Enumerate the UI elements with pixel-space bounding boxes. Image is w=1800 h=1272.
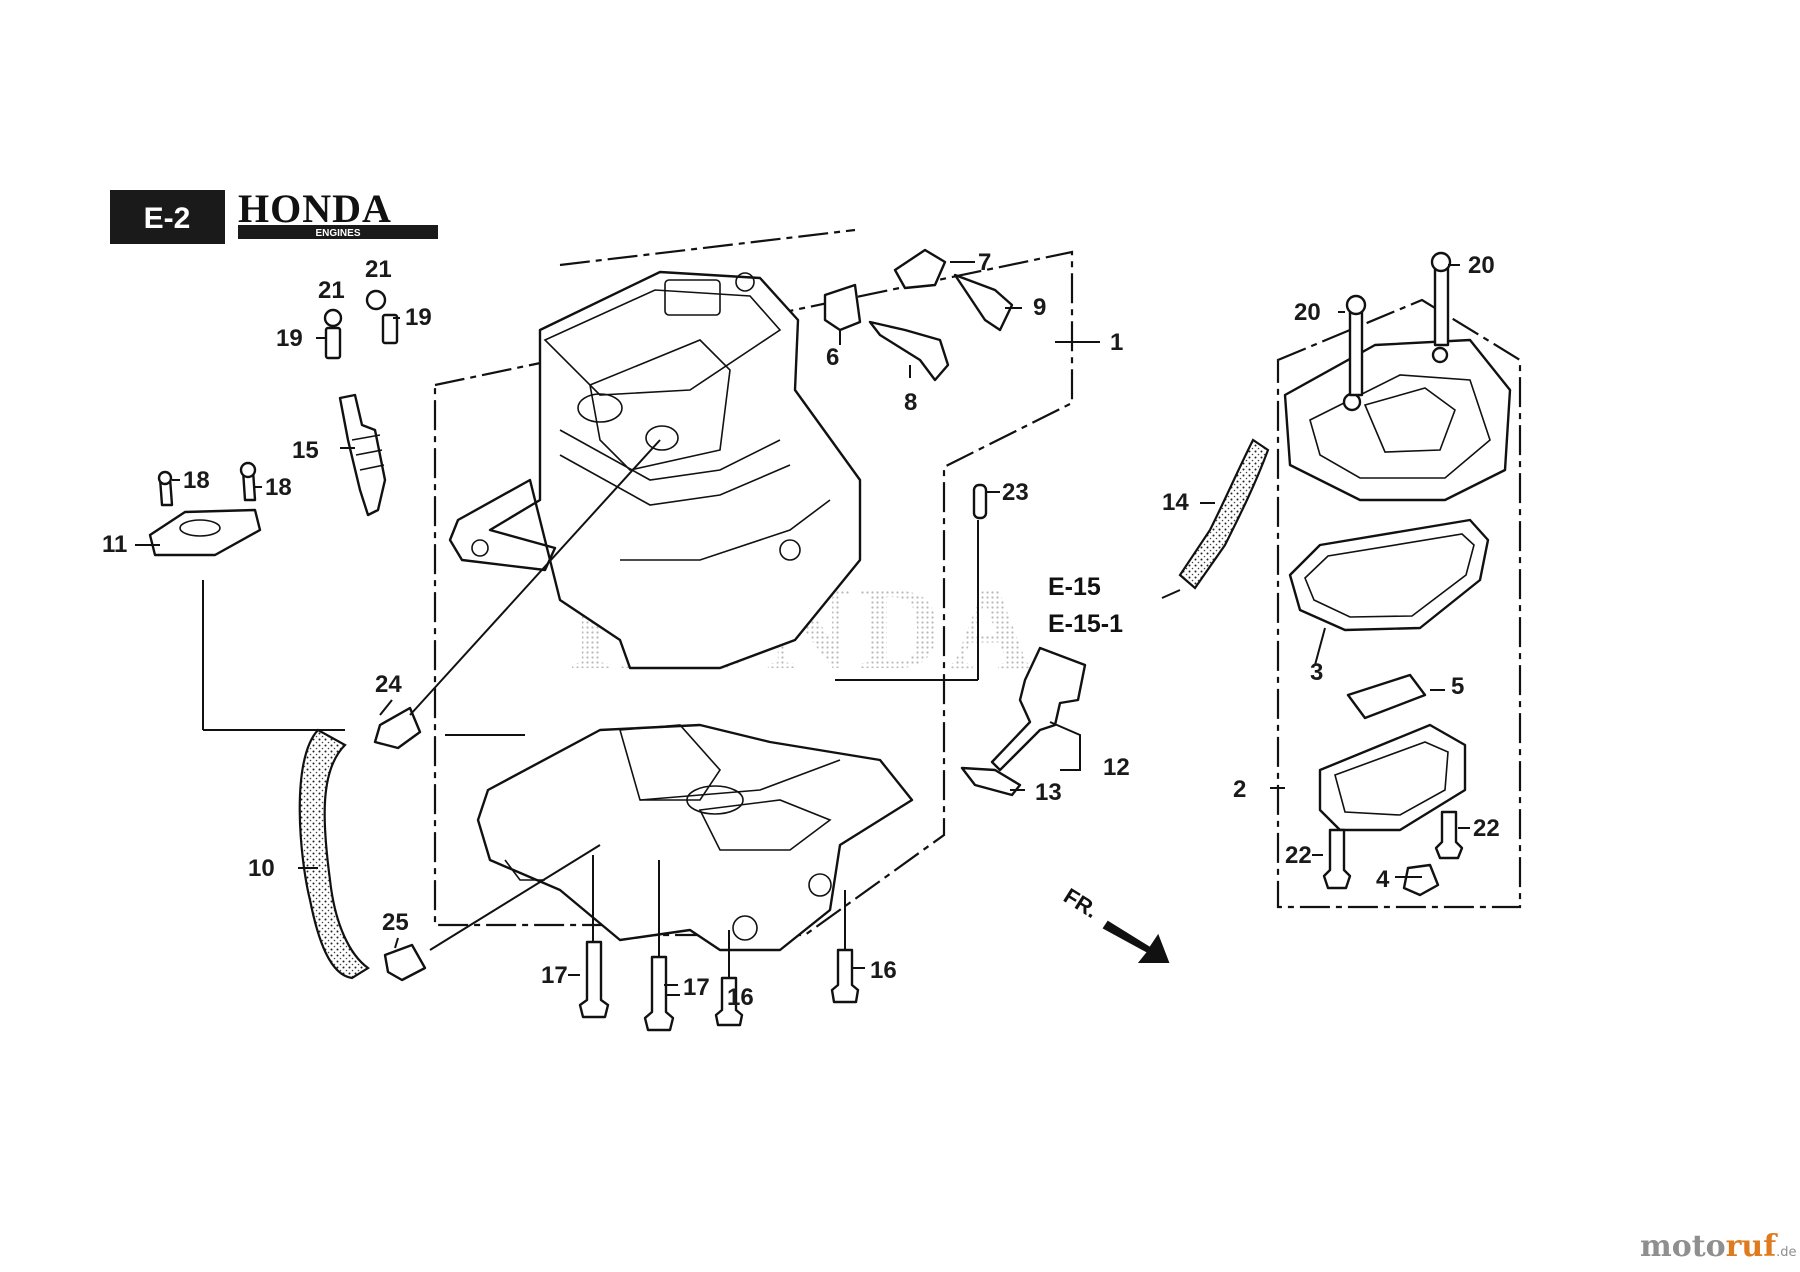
part-6-rocker-arm [823,283,862,332]
front-direction-arrow [1102,920,1170,963]
grommet-4 [1402,863,1440,897]
callout-15: 15 [292,437,319,464]
site-mark: motoruf.de [1640,1229,1797,1264]
callout-22: 22 [1285,842,1312,869]
callout-12: 12 [1103,754,1130,781]
callout-20: 20 [1468,252,1495,279]
breather-hose [298,706,427,982]
spark-plug [338,393,387,517]
callout-6: 6 [826,344,839,371]
rocker-parts [823,248,1014,382]
callout-20: 20 [1294,299,1321,326]
front-direction-marker: FR. [1059,883,1170,963]
callout-5: 5 [1451,673,1464,700]
callout-21: 21 [365,256,392,283]
cover-plate [148,461,262,557]
callout-19: 19 [405,304,432,331]
pin-23 [972,483,988,520]
callout-16: 16 [870,957,897,984]
oil-sump-case [476,723,914,952]
section-header: E-2 HONDA ENGINES [110,186,438,244]
part-8-pivot [868,320,950,382]
callout-23: 23 [1002,479,1029,506]
callout-19: 19 [276,325,303,352]
callout-3: 3 [1310,659,1323,686]
callout-13: 13 [1035,779,1062,806]
leader-lines [135,261,1470,996]
honda-engines-logo: HONDA ENGINES [238,186,438,239]
motoruf-site-mark: motoruf.de [1640,1229,1797,1264]
reference-e15: E-15 [1048,573,1101,601]
section-badge [110,190,225,244]
callout-2: 2 [1233,776,1246,803]
cross-references: E-15 E-15-1 [1048,573,1123,638]
section-code: E-2 [144,202,191,235]
assembly-boundaries [433,228,1522,937]
callout-1: 1 [1110,329,1123,356]
callout-17: 17 [541,962,568,989]
callout-10: 10 [248,855,275,882]
callout-4: 4 [1376,866,1390,893]
head-cover [1283,338,1512,502]
cylinder-crankcase-assembly [448,270,862,670]
reference-e15-1: E-15-1 [1048,610,1123,638]
air-guide-5 [1346,673,1427,720]
callout-11: 11 [102,531,127,558]
head-cover-assembly [1283,251,1512,897]
studs-and-nuts [323,289,399,360]
callout-21: 21 [318,277,345,304]
brand-name: HONDA [238,186,392,231]
clamp-25 [383,943,427,982]
callout-8: 8 [904,389,917,416]
callout-18: 18 [265,474,292,501]
callout-17: 17 [683,974,710,1001]
cover-gasket [1288,518,1490,632]
callout-25: 25 [382,909,409,936]
front-direction-label: FR. [1059,883,1102,923]
cover-holder [1318,723,1467,832]
callout-7: 7 [978,249,991,276]
callout-9: 9 [1033,294,1046,321]
part-7-rocker-arm [893,248,947,290]
callout-18: 18 [183,467,210,494]
callout-22: 22 [1473,815,1500,842]
clamp-24 [373,706,422,750]
callout-16: 16 [727,984,754,1011]
callout-14: 14 [1162,489,1189,516]
breather-hose-14 [1178,438,1270,590]
brand-subtitle: ENGINES [315,228,360,239]
callout-labels: 1 2 3 4 5 6 7 8 9 10 11 12 13 14 15 16 1… [102,249,1500,1011]
callout-24: 24 [375,671,402,698]
bolts [578,940,860,1032]
part-9-pivot [953,273,1014,332]
